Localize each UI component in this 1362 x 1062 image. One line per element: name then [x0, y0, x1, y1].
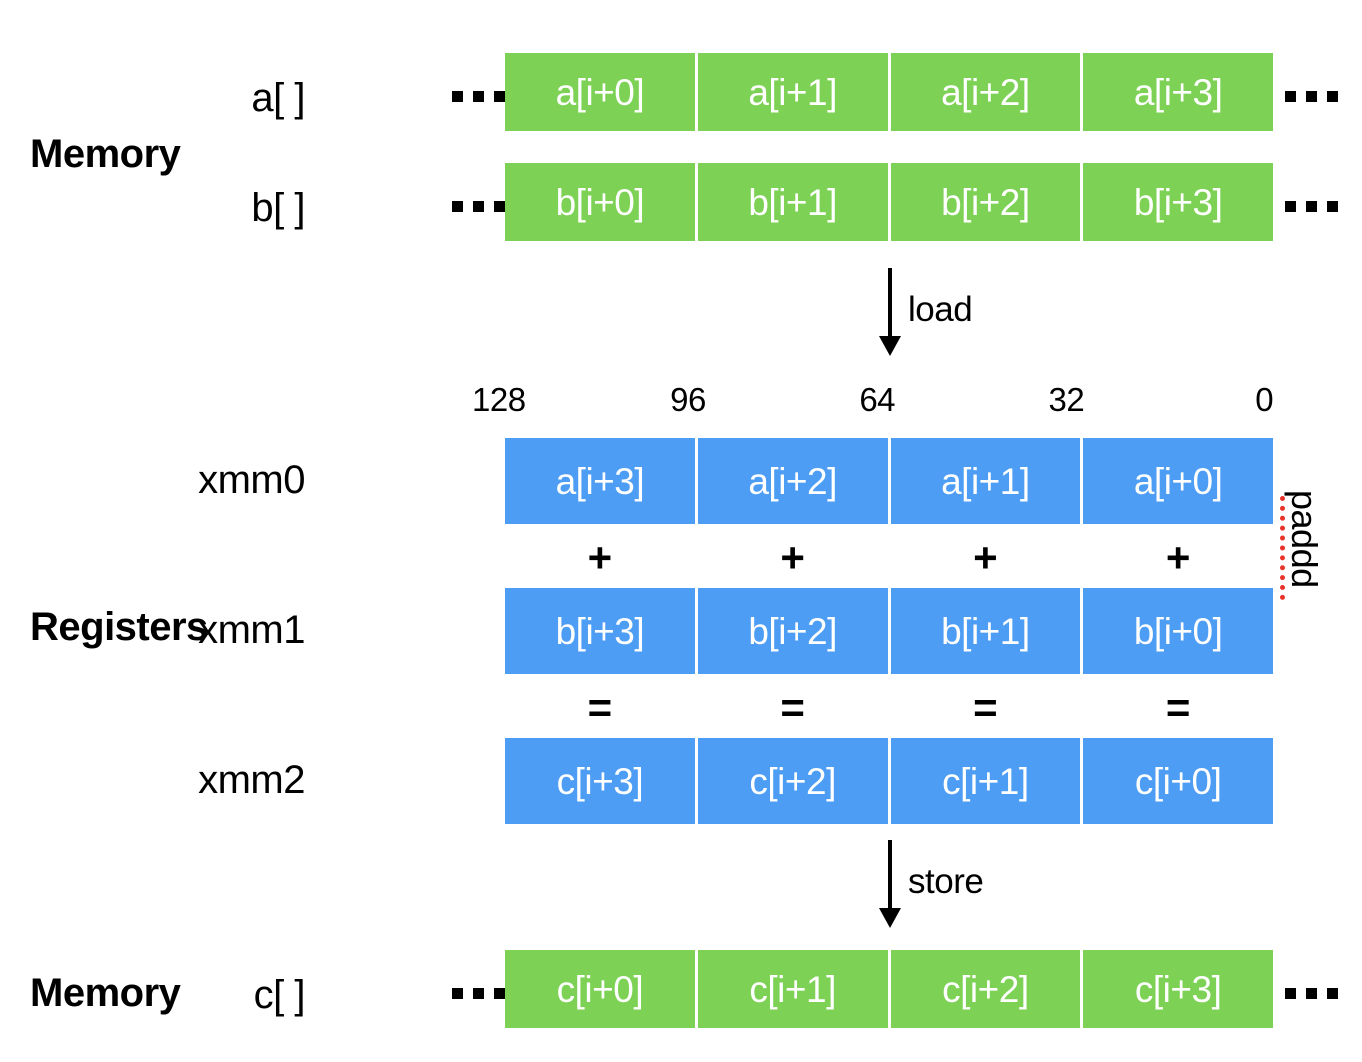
arrow-shaft [888, 268, 892, 340]
ellipsis-dot [1306, 988, 1317, 999]
row-label-a: a[ ] [251, 76, 305, 120]
equals-operator: = [587, 684, 613, 731]
store-arrow-label: store [908, 862, 984, 901]
memory-cell-a-2: a[i+2] [890, 53, 1081, 131]
register-label-xmm1: xmm1 [198, 608, 305, 652]
memory-cell-a-3: a[i+3] [1083, 53, 1273, 131]
register-cell-xmm1-1: b[i+1] [890, 588, 1081, 674]
bit-tick-32: 32 [1048, 381, 1085, 418]
register-label-xmm2: xmm2 [198, 758, 305, 802]
ellipsis-dot [473, 201, 484, 212]
register-bar-xmm2: c[i+3] c[i+2] c[i+1] c[i+0] [505, 738, 1273, 824]
memory-cell-c-1: c[i+1] [697, 950, 888, 1028]
memory-cell-c-3: c[i+3] [1083, 950, 1273, 1028]
ellipsis-dot [494, 91, 505, 102]
ellipsis-a-left [452, 91, 505, 102]
bit-tick-96: 96 [670, 381, 706, 418]
plus-operator: + [587, 534, 613, 581]
memory-cell-b-0: b[i+0] [505, 163, 695, 241]
paddd-instruction-label: paddd [1284, 490, 1325, 588]
ellipsis-dot [1327, 988, 1338, 999]
section-label-memory-bottom: Memory [30, 971, 181, 1015]
ellipsis-c-left [452, 988, 505, 999]
register-cell-xmm2-0: c[i+0] [1083, 738, 1273, 824]
operator-row-plus: + + + + [505, 527, 1273, 589]
register-cell-xmm1-0: b[i+0] [1083, 588, 1273, 674]
equals-operator: = [1165, 684, 1191, 731]
register-cell-xmm2-2: c[i+2] [697, 738, 888, 824]
bit-tick-0: 0 [1255, 381, 1274, 418]
ellipsis-dot [1306, 91, 1317, 102]
memory-cell-c-0: c[i+0] [505, 950, 695, 1028]
row-label-b: b[ ] [251, 186, 305, 230]
bit-position-ruler: 128 96 64 32 0 [430, 383, 1290, 417]
ellipsis-dot [1306, 201, 1317, 212]
register-cell-xmm0-1: a[i+1] [890, 438, 1081, 524]
operator-row-equals: = = = = [505, 677, 1273, 739]
equals-operator: = [780, 684, 805, 731]
plus-operator: + [973, 534, 998, 581]
arrow-head [879, 336, 901, 356]
memory-cell-b-3: b[i+3] [1083, 163, 1273, 241]
load-arrow-label: load [908, 290, 973, 329]
register-cell-xmm2-1: c[i+1] [890, 738, 1081, 824]
memory-cell-b-1: b[i+1] [697, 163, 888, 241]
register-cell-xmm2-3: c[i+3] [505, 738, 695, 824]
store-arrow-icon [860, 840, 920, 930]
paddd-dotted-rule [1280, 496, 1285, 600]
ellipsis-dot [1327, 201, 1338, 212]
section-label-registers: Registers [30, 605, 208, 649]
ellipsis-dot [494, 201, 505, 212]
memory-cell-a-0: a[i+0] [505, 53, 695, 131]
register-cell-xmm0-2: a[i+2] [697, 438, 888, 524]
register-cell-xmm0-0: a[i+0] [1083, 438, 1273, 524]
register-bar-xmm1: b[i+3] b[i+2] b[i+1] b[i+0] [505, 588, 1273, 674]
plus-operator: + [780, 534, 805, 581]
ellipsis-dot [452, 988, 463, 999]
ellipsis-dot [452, 91, 463, 102]
memory-cell-a-1: a[i+1] [697, 53, 888, 131]
memory-bar-a: a[i+0] a[i+1] a[i+2] a[i+3] [505, 53, 1273, 131]
memory-bar-c: c[i+0] c[i+1] c[i+2] c[i+3] [505, 950, 1273, 1028]
ellipsis-dot [452, 201, 463, 212]
ellipsis-dot [494, 988, 505, 999]
arrow-shaft [888, 840, 892, 912]
ellipsis-c-right [1285, 988, 1338, 999]
ellipsis-dot [473, 988, 484, 999]
ellipsis-dot [1327, 91, 1338, 102]
register-cell-xmm0-3: a[i+3] [505, 438, 695, 524]
register-cell-xmm1-3: b[i+3] [505, 588, 695, 674]
ellipsis-dot [1285, 201, 1296, 212]
memory-cell-b-2: b[i+2] [890, 163, 1081, 241]
register-label-xmm0: xmm0 [198, 458, 305, 502]
arrow-head [879, 908, 901, 928]
load-arrow-icon [860, 268, 920, 358]
ellipsis-a-right [1285, 91, 1338, 102]
register-bar-xmm0: a[i+3] a[i+2] a[i+1] a[i+0] [505, 438, 1273, 524]
equals-operator: = [973, 684, 998, 731]
ellipsis-dot [1285, 988, 1296, 999]
register-cell-xmm1-2: b[i+2] [697, 588, 888, 674]
ellipsis-b-left [452, 201, 505, 212]
ellipsis-dot [473, 91, 484, 102]
plus-operator: + [1165, 534, 1191, 581]
memory-cell-c-2: c[i+2] [890, 950, 1081, 1028]
bit-tick-64: 64 [859, 381, 896, 418]
row-label-c: c[ ] [253, 973, 306, 1017]
bit-tick-128: 128 [472, 381, 526, 418]
memory-bar-b: b[i+0] b[i+1] b[i+2] b[i+3] [505, 163, 1273, 241]
ellipsis-b-right [1285, 201, 1338, 212]
section-label-memory-top: Memory [30, 132, 181, 176]
ellipsis-dot [1285, 91, 1296, 102]
